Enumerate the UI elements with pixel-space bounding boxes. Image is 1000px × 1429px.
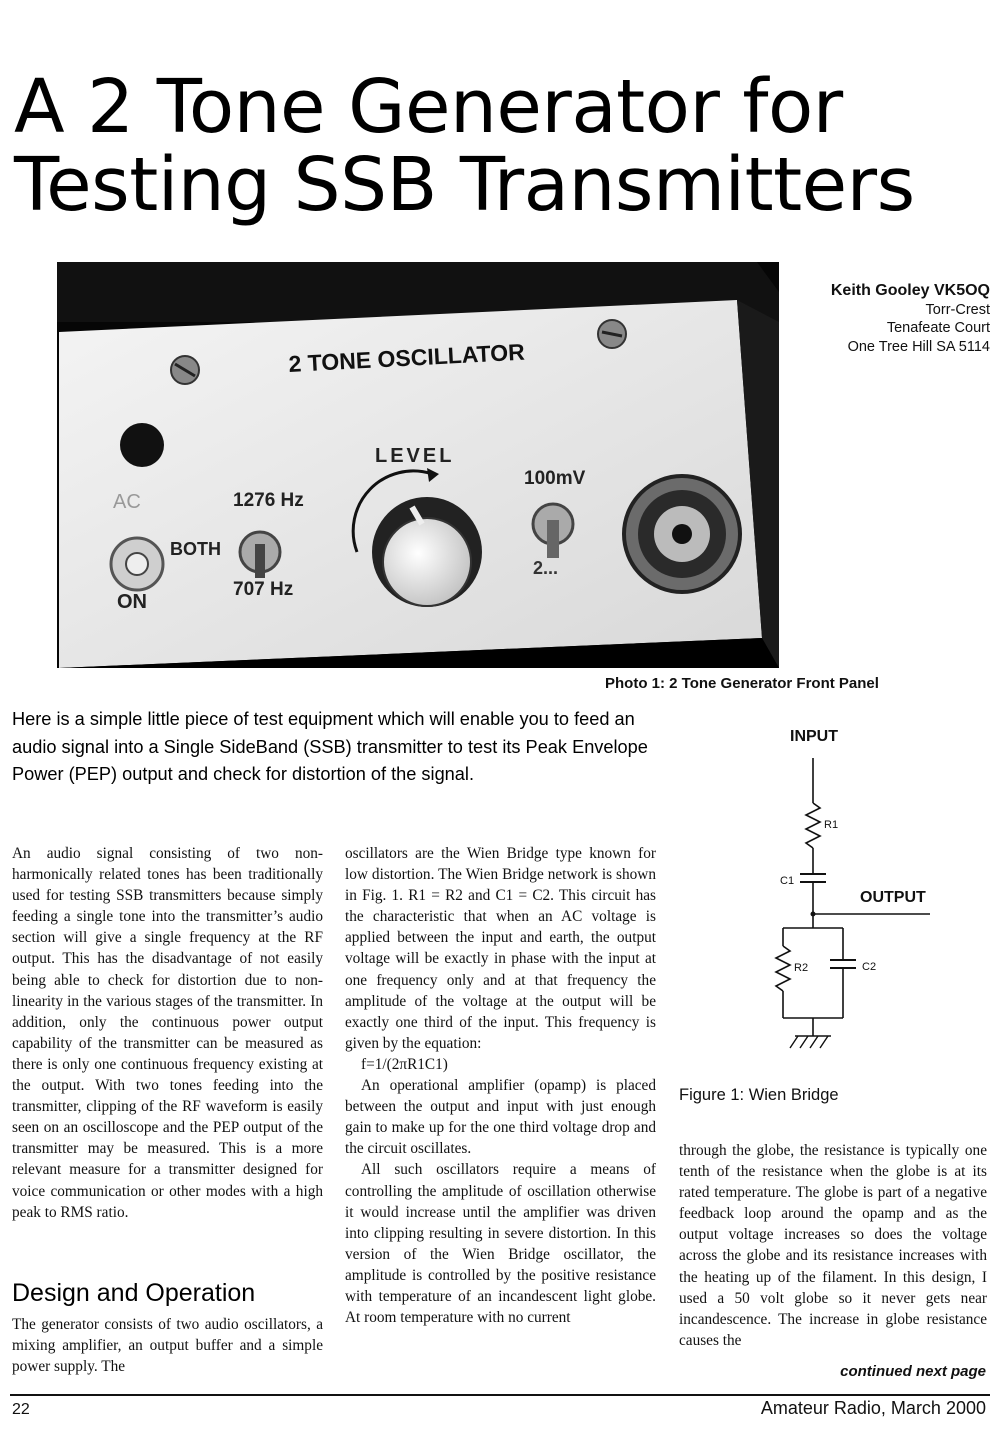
- figure-wien-bridge: INPUT R1 C1 OUTPUT R2 C2: [680, 718, 980, 1058]
- author-address-1: Torr-Crest: [925, 301, 990, 318]
- author-address-2: Tenafeate Court: [886, 320, 990, 336]
- photo-label-100mv: 100mV: [524, 468, 586, 489]
- photo-label-level: LEVEL: [375, 445, 454, 467]
- col2-equation: f=1/(2πR1C1): [361, 1055, 448, 1073]
- photo-label-1276: 1276 Hz: [233, 490, 304, 511]
- col3-paragraph-1: through the globe, the resistance is typ…: [679, 1142, 987, 1349]
- col2-paragraph-3: All such oscillators require a means of …: [345, 1161, 656, 1327]
- photo-label-707: 707 Hz: [233, 579, 293, 600]
- photo-caption: Photo 1: 2 Tone Generator Front Panel: [605, 675, 879, 692]
- front-panel-photo: 2 TONE OSCILLATOR AC ON 1276 Hz BOTH 707…: [57, 262, 779, 668]
- figure-input-label: INPUT: [790, 728, 838, 745]
- author-name: Keith Gooley VK5OQ: [830, 282, 990, 299]
- figure-r2-label: R2: [794, 962, 808, 974]
- wien-bridge-schematic: INPUT R1 C1 OUTPUT R2 C2: [774, 728, 930, 1049]
- column-2: oscillators are the Wien Bridge type kno…: [345, 843, 656, 1328]
- photo-label-2: 2...: [533, 558, 558, 578]
- publication-info: Amateur Radio, March 2000: [760, 1398, 986, 1418]
- figure-caption: Figure 1: Wien Bridge: [679, 1086, 839, 1104]
- photo-illustration: 2 TONE OSCILLATOR AC ON 1276 Hz BOTH 707…: [57, 262, 779, 668]
- col2-paragraph-2: An operational amplifier (opamp) is plac…: [345, 1077, 656, 1158]
- column-1: An audio signal consisting of two non-ha…: [12, 843, 323, 1223]
- page-number: 22: [12, 1401, 30, 1418]
- column-3: through the globe, the resistance is typ…: [679, 1140, 987, 1351]
- author-block: Keith Gooley VK5OQ Torr-Crest Tenafeate …: [831, 282, 990, 356]
- col1-paragraph-1: An audio signal consisting of two non-ha…: [12, 845, 323, 1221]
- footer-rule: [10, 1394, 990, 1396]
- figure-output-label: OUTPUT: [860, 889, 926, 906]
- photo-label-both: BOTH: [170, 539, 221, 559]
- intro-paragraph: Here is a simple little piece of test eq…: [12, 709, 648, 784]
- photo-label-ac: AC: [113, 491, 141, 513]
- photo-label-on: ON: [117, 591, 147, 613]
- col1-paragraph-2: The generator consists of two audio osci…: [12, 1316, 323, 1376]
- col2-paragraph-1: oscillators are the Wien Bridge type kno…: [345, 845, 656, 1052]
- article-title-line-2: Testing SSB Transmitters: [14, 142, 915, 228]
- section-heading: Design and Operation: [12, 1279, 256, 1307]
- continued-next-page: continued next page: [840, 1363, 986, 1380]
- figure-c2-label: C2: [862, 961, 876, 973]
- author-address-3: One Tree Hill SA 5114: [847, 338, 990, 355]
- column-1-continued: The generator consists of two audio osci…: [12, 1314, 323, 1377]
- figure-r1-label: R1: [824, 819, 838, 831]
- article-title-line-1: A 2 Tone Generator for: [14, 64, 843, 150]
- figure-c1-label: C1: [780, 875, 794, 887]
